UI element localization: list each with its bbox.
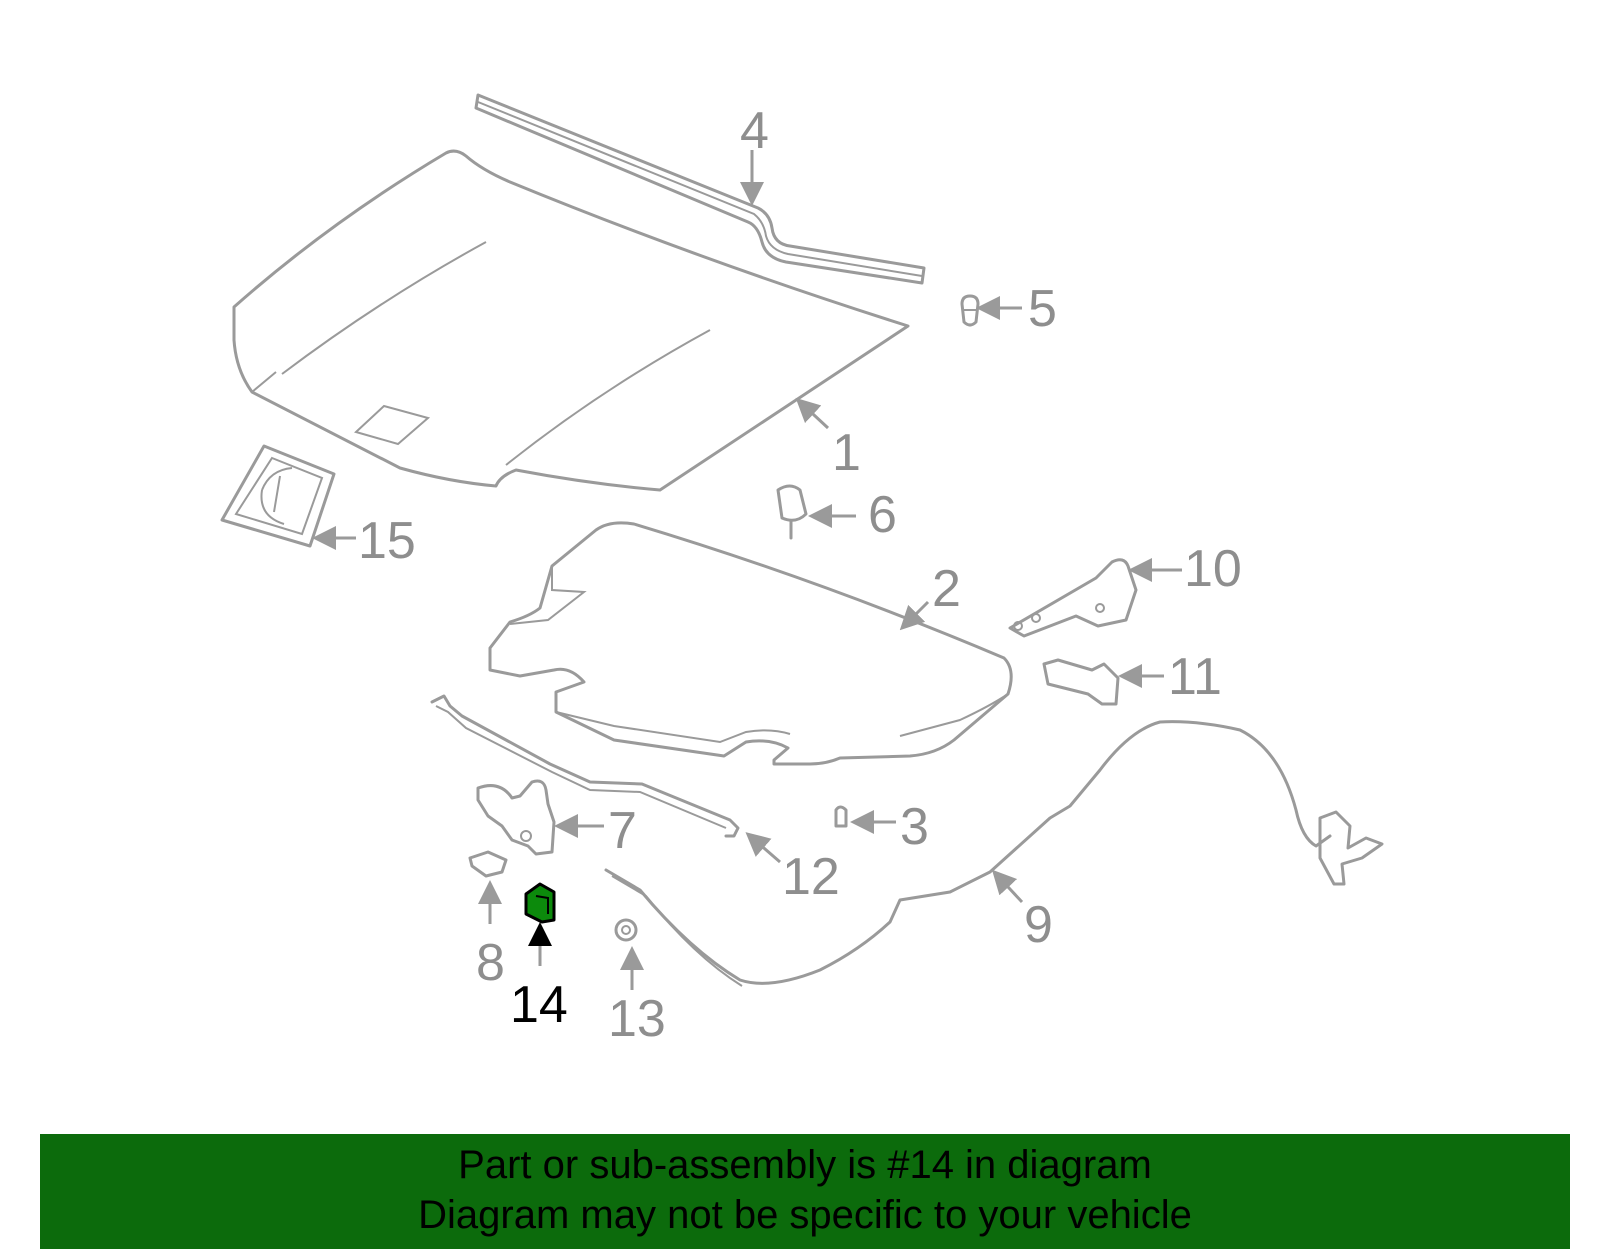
grommet-part — [614, 918, 638, 942]
bumper-part — [776, 484, 808, 540]
insulator-part — [488, 521, 1013, 766]
callout-1: 1 — [832, 424, 861, 482]
callout-8: 8 — [476, 934, 505, 992]
callout-5: 5 — [1028, 280, 1057, 338]
banner-line-1: Part or sub-assembly is #14 in diagram — [458, 1143, 1152, 1187]
weatherstrip-part — [474, 93, 926, 285]
leader-12 — [745, 832, 781, 864]
bumper-stop-part — [960, 294, 980, 327]
callout-11: 11 — [1168, 648, 1222, 706]
callout-13: 13 — [608, 990, 666, 1048]
leader-9 — [991, 869, 1024, 904]
hinge-part — [1008, 558, 1138, 638]
callout-4: 4 — [740, 102, 769, 160]
callout-7: 7 — [608, 802, 637, 860]
callout-6: 6 — [868, 486, 897, 544]
banner-line-2: Diagram may not be specific to your vehi… — [418, 1193, 1192, 1237]
callout-3: 3 — [900, 798, 929, 856]
callout-12: 12 — [782, 848, 840, 906]
release-cable-part — [604, 720, 1384, 987]
push-pin-part — [834, 805, 848, 828]
hood-part — [232, 149, 910, 492]
callout-14: 14 — [510, 976, 568, 1034]
emblem-part — [220, 444, 336, 548]
bracket-part — [1042, 658, 1120, 706]
clip-part — [468, 850, 508, 878]
callout-10: 10 — [1184, 540, 1242, 598]
callout-15: 15 — [358, 512, 416, 570]
info-banner: Part or sub-assembly is #14 in diagram D… — [40, 1134, 1570, 1249]
leader-1 — [795, 397, 830, 430]
callout-9: 9 — [1024, 896, 1053, 954]
highlighted-part-14[interactable] — [524, 882, 556, 924]
latch-part — [476, 779, 556, 856]
callout-2: 2 — [932, 560, 961, 618]
leader-2 — [899, 600, 930, 631]
release-rod-part — [430, 694, 740, 838]
